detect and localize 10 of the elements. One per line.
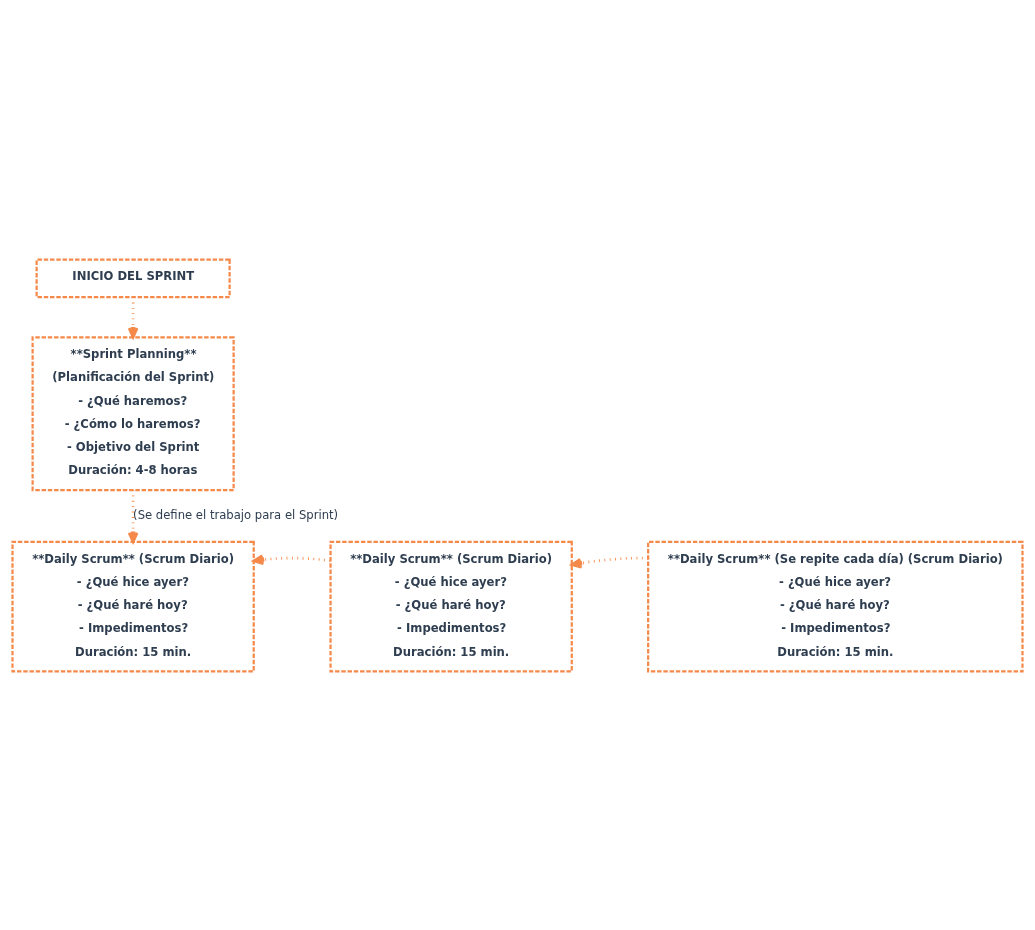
node-box: INICIO DEL SPRINT (35, 257, 231, 298)
node-box: **Daily Scrum** (Scrum Diario) - ¿Qué hice ayer? - ¿Qué haré hoy? - Impedimentos? Duración: 15 min. (11, 540, 255, 673)
arrow (252, 553, 331, 565)
node-box: **Sprint Planning** (Planificación del Sprint) - ¿Qué haremos? - ¿Cómo lo haremos? - Objetivo del Sprint Duración: 4-8 horas (31, 335, 235, 491)
node-box: **Daily Scrum** (Se repite cada día) (Scrum Diario) - ¿Qué hice ayer? - ¿Qué haré hoy? - Impedimentos? Duración: 15 min. (647, 540, 1024, 673)
node-box: **Daily Scrum** (Scrum Diario) - ¿Qué hice ayer? - ¿Qué haré hoy? - Impedimentos? Duración: 15 min. (329, 540, 573, 673)
arrow (127, 296, 139, 339)
arrow (127, 489, 139, 543)
arrow (570, 556, 649, 568)
edge-label: (Se define el trabajo para el Sprint) (133, 507, 339, 522)
